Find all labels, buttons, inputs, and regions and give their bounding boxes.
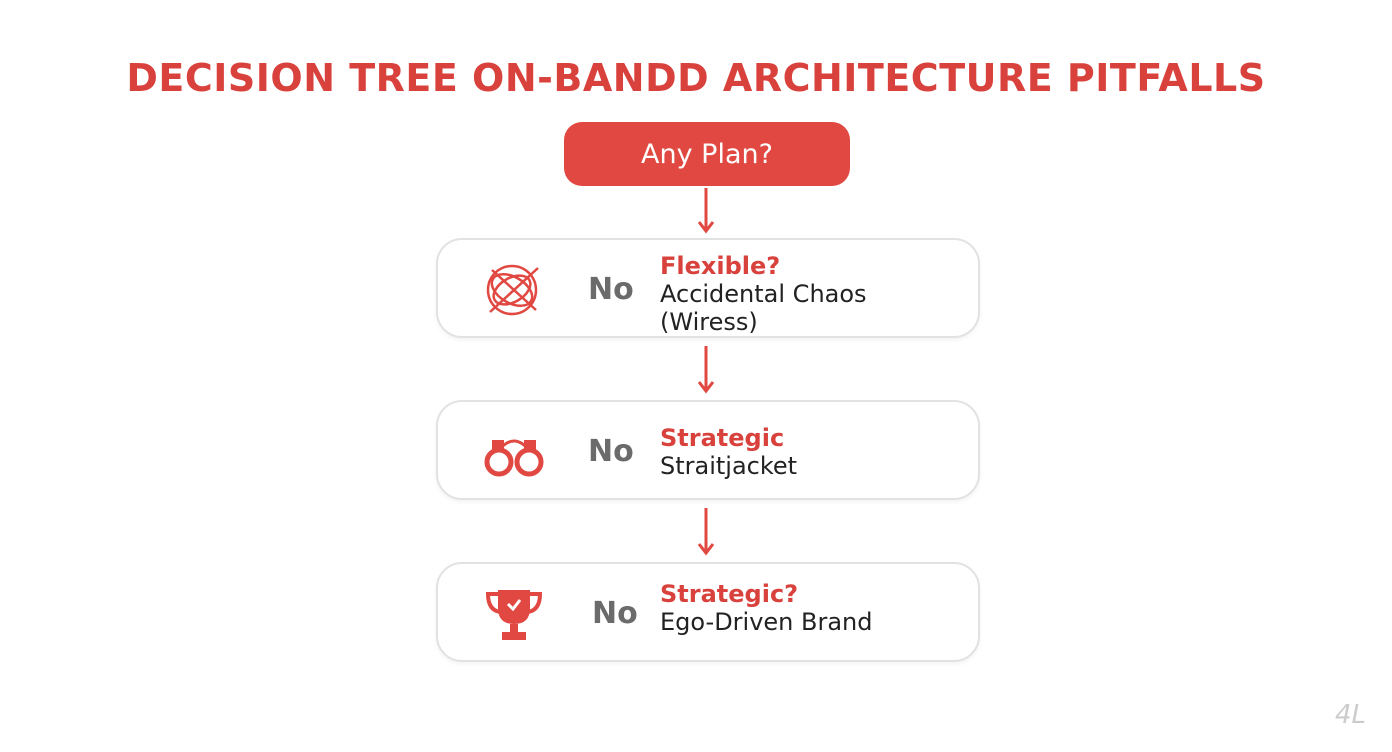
decision-node-strategic-ego: No Strategic?Ego-Driven Brand: [436, 562, 980, 662]
answer-label: No: [588, 434, 634, 469]
node-text: Ego-Driven Brand: [660, 608, 873, 636]
node-heading: Strategic?: [660, 580, 799, 608]
node-heading: Strategic: [660, 424, 785, 452]
arrow-down-icon: [698, 188, 714, 234]
node-text: Accidental Chaos: [660, 280, 867, 308]
arrow-down-icon: [698, 508, 714, 556]
arrow-down-icon: [698, 346, 714, 394]
node-text: (Wiress): [660, 308, 758, 336]
answer-label: No: [588, 272, 634, 307]
answer-label: No: [592, 596, 638, 631]
trophy-icon: [485, 590, 543, 640]
root-node: Any Plan?: [564, 122, 850, 186]
tangled-yarn-icon: [486, 264, 539, 316]
root-label: Any Plan?: [641, 138, 773, 170]
handcuffs-icon: [484, 439, 544, 477]
decision-node-flexible: No Flexible?Accidental Chaos(Wiress): [436, 238, 980, 338]
node-text: Straitjacket: [660, 452, 798, 480]
node-heading: Flexible?: [660, 252, 781, 280]
diagram-title: DECISION TREE ON-BANDD ARCHITECTURE PITF…: [126, 56, 1266, 100]
watermark-logo: 4L: [1334, 700, 1366, 730]
